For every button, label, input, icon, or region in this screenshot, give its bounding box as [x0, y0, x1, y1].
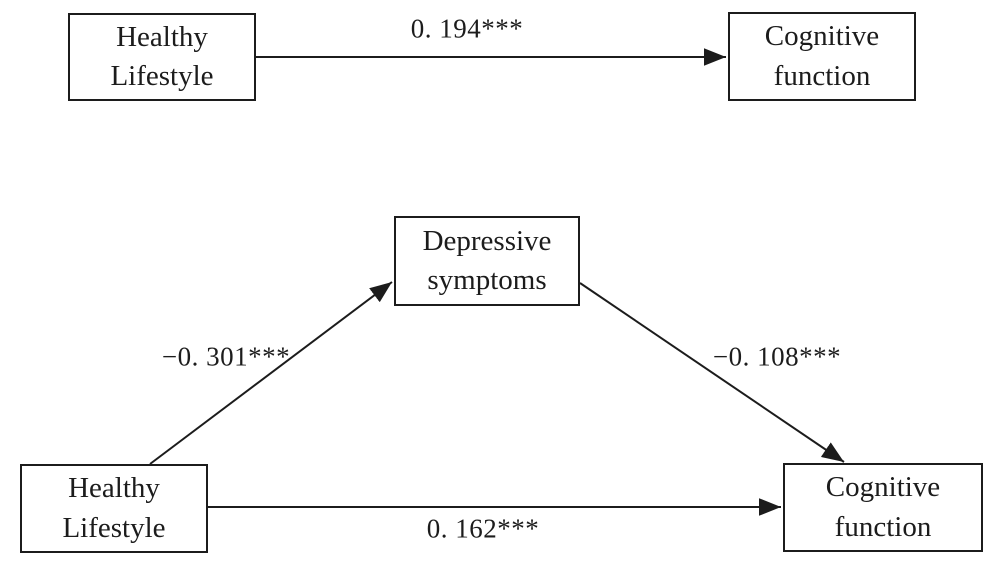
node-label-line: Lifestyle — [110, 60, 214, 92]
node-cognitive-function-total: Cognitive function — [728, 12, 916, 101]
node-label-line: Depressive — [422, 224, 552, 257]
b-path-coefficient: −0. 108*** — [712, 341, 842, 372]
node-healthy-lifestyle-mediation: Healthy Lifestyle — [20, 464, 208, 553]
node-label-line: symptoms — [427, 264, 547, 296]
node-label-line: function — [834, 510, 932, 543]
total-effect-coefficient: 0. 194*** — [410, 13, 524, 44]
a-path-arrow — [149, 281, 393, 465]
node-label-line: function — [773, 59, 871, 92]
node-label-line: Lifestyle — [62, 511, 166, 544]
node-label-line: Cognitive — [825, 471, 941, 504]
a-path-coefficient: −0. 301*** — [161, 341, 291, 372]
b-path-arrow — [579, 282, 845, 463]
node-depressive-symptoms: Depressive symptoms — [394, 216, 580, 306]
node-label-line: Healthy — [116, 20, 208, 53]
node-healthy-lifestyle-total: Healthy Lifestyle — [68, 13, 256, 101]
node-label-line: Healthy — [68, 472, 160, 505]
node-cognitive-function-mediation: Cognitive function — [783, 463, 983, 552]
direct-path-coefficient: 0. 162*** — [426, 513, 540, 544]
node-label-line: Cognitive — [764, 20, 880, 53]
